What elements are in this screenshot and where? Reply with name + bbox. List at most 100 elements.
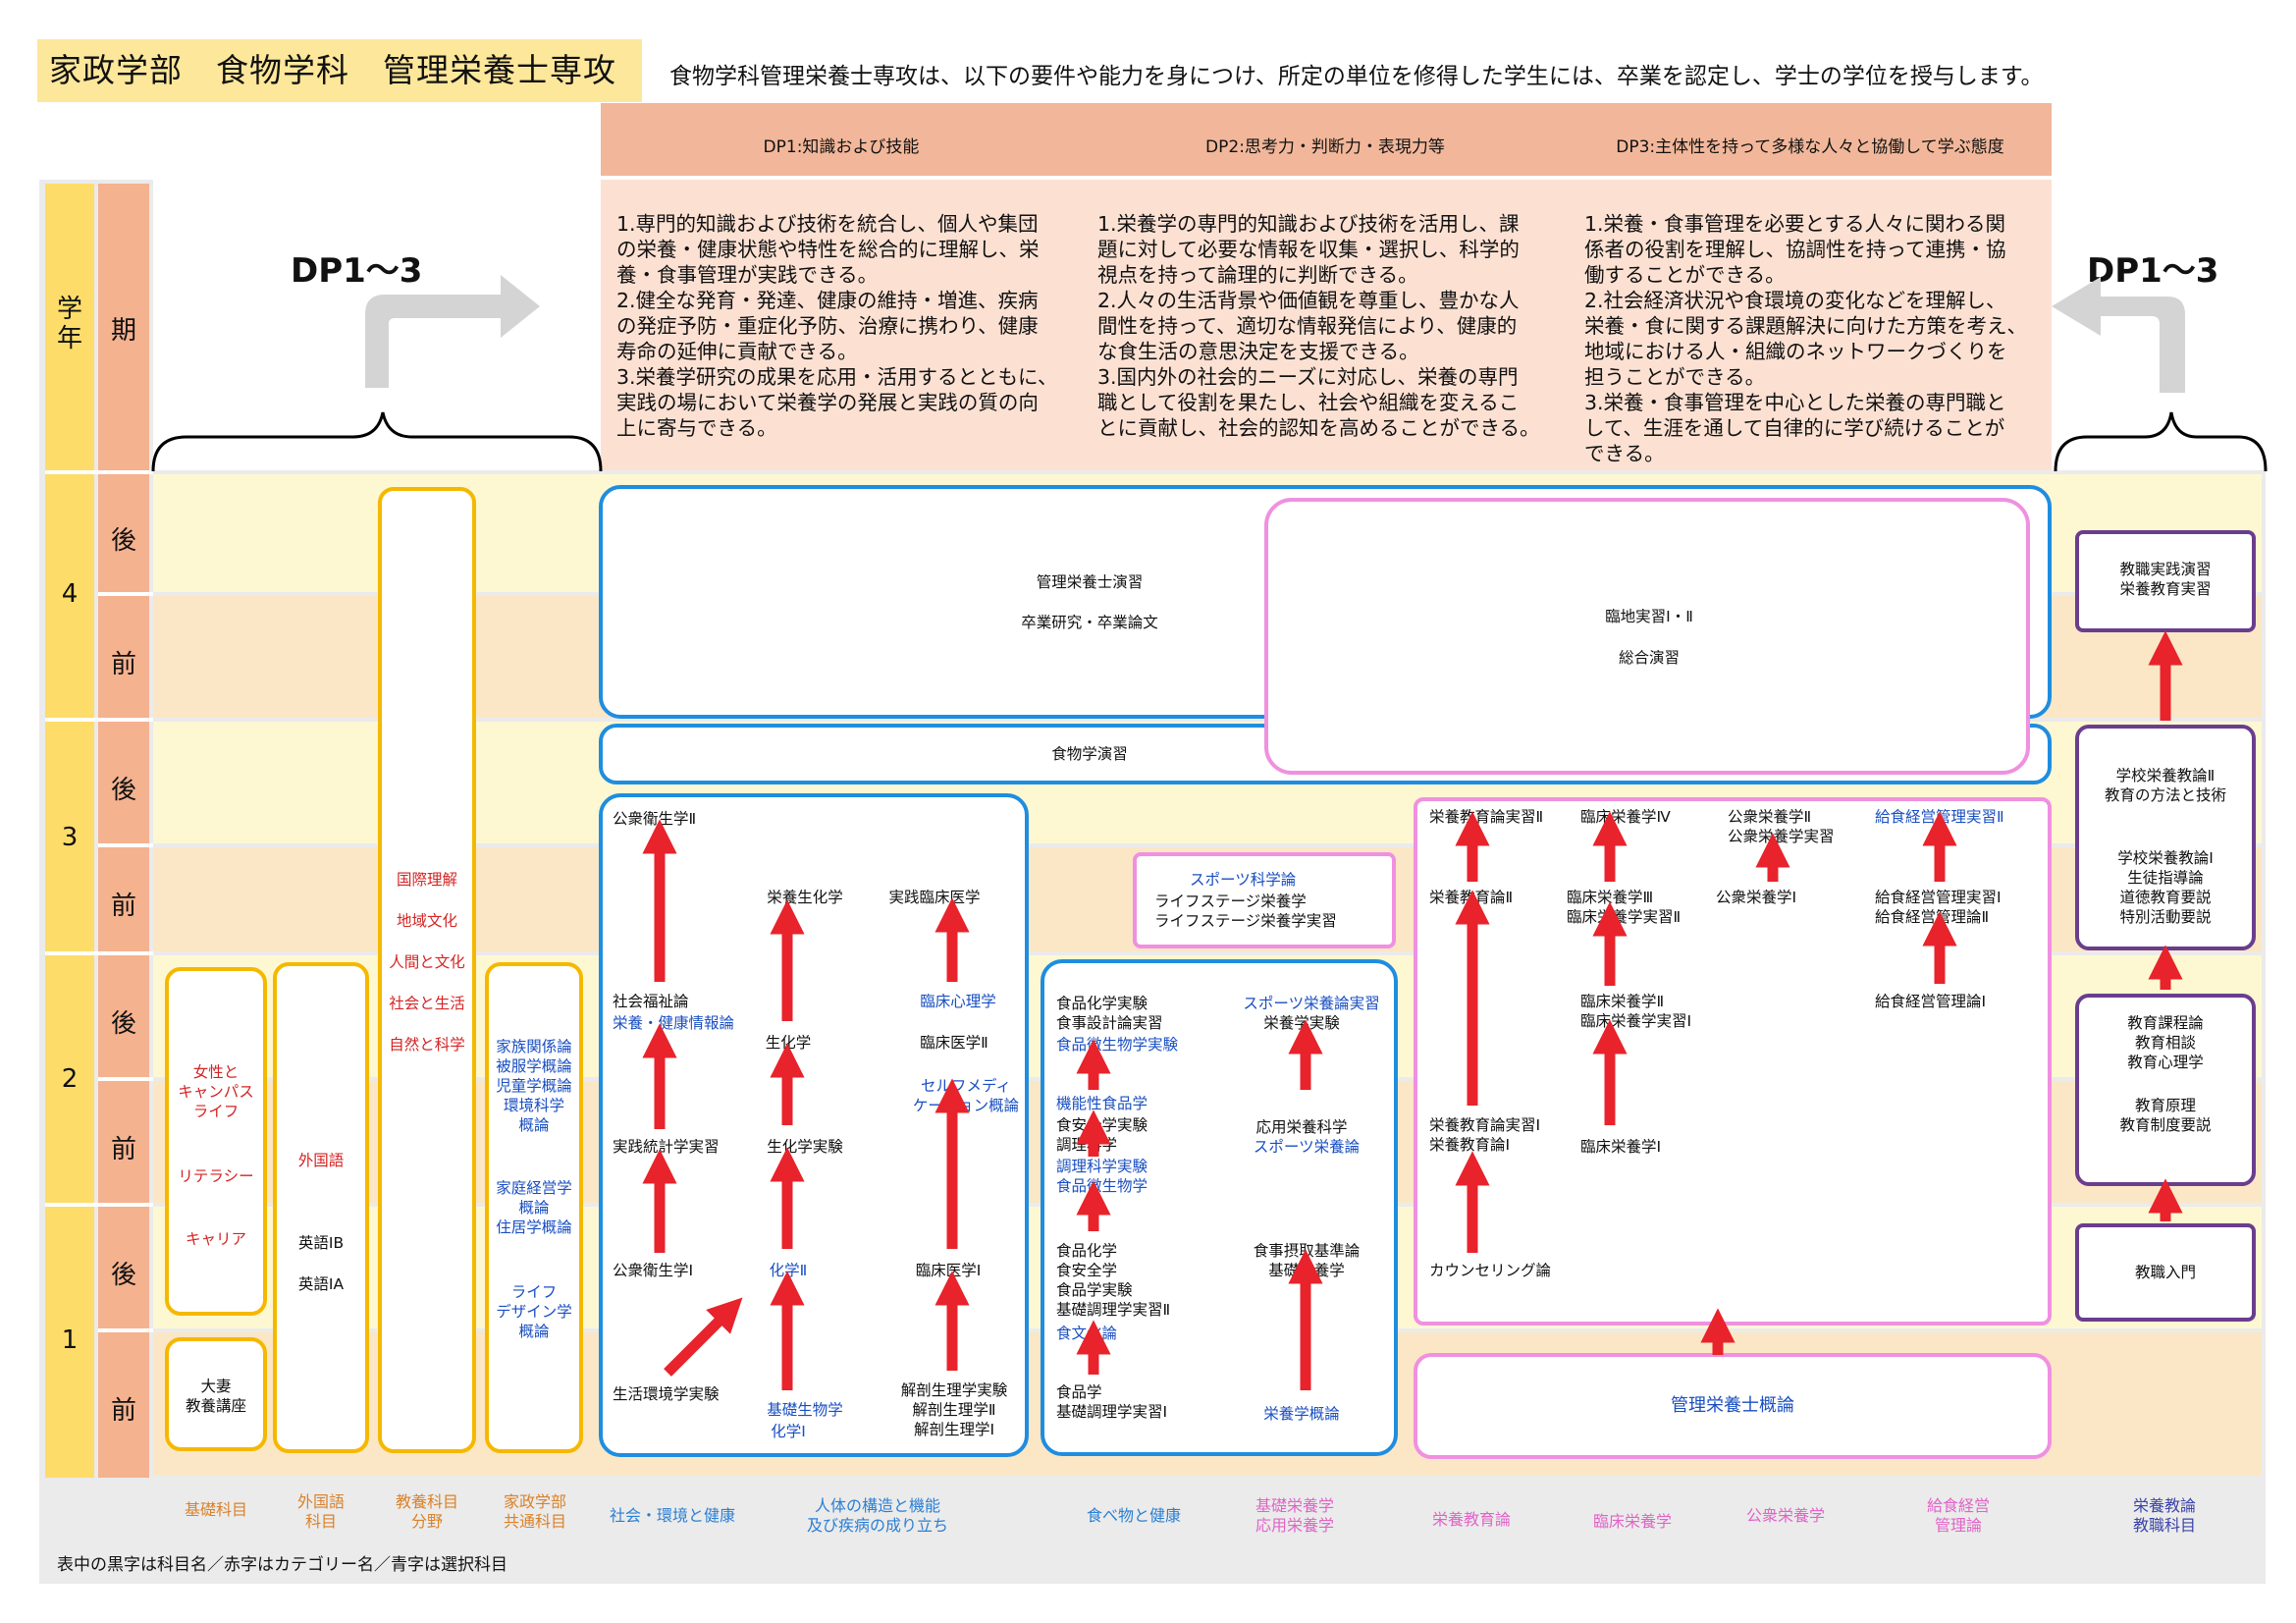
senmon-box [1414,797,2052,1325]
life-stage: ライフステージ栄養学 ライフステージ栄養学実習 [1154,893,1337,930]
term-late: 後 [110,1009,136,1039]
bottom-label-kyoyo: 教養科目 分野 [395,1492,458,1531]
kankyo-jikken: 生活環境学実験 [613,1385,720,1403]
gaikokugo-cat: 外国語 [297,1152,345,1169]
rinsho-shinri: 臨床心理学 [920,993,996,1010]
page-title: 家政学部 食物学科 管理栄養士専攻 [37,39,642,102]
term-early: 前 [110,650,136,679]
kyoshoku-box-a [2075,530,2256,632]
kyoshoku-d: 教育課程論 教育相談 教育心理学 [2127,1014,2204,1071]
counseling: カウンセリング論 [1429,1262,1552,1279]
arrow [664,1297,743,1377]
sep [98,592,153,596]
sep [98,843,153,847]
left-bend-arrow [365,275,540,388]
dp-range-left: DP1～3 [291,251,423,291]
kyoshoku-f: 教職入門 [2134,1264,2196,1281]
bottom-label-koshu: 公衆栄養学 [1745,1506,1825,1525]
tokei-jisshu: 実践統計学実習 [613,1138,720,1156]
dp2-text: 1.栄養学の専門的知識および技術を活用し、課 題に対して必要な情報を収集・選択し… [1082,180,1569,470]
kyoshoku-e: 教育原理 教育制度要説 [2119,1097,2212,1134]
rinchi-jisshu: 臨地実習Ⅰ・Ⅱ [1605,608,1693,625]
year-2: 2 [61,1064,79,1094]
left-brace [151,411,603,472]
kiso-box [165,967,267,1316]
dp1-header: DP1:知識および技能 [763,137,920,157]
kiso-cat-literacy: リテラシー [178,1167,254,1185]
kiso-cat-woman: 女性と キャンパス ライフ [178,1063,254,1120]
term-early: 前 [110,892,136,921]
kaibo: 解剖生理学実験 解剖生理学Ⅱ 解剖生理学Ⅰ [900,1381,1008,1438]
bottom-label-rinsho: 臨床栄養学 [1592,1512,1672,1531]
term-early: 前 [110,1396,136,1426]
sep [45,951,153,955]
right-bend-arrow [2052,277,2185,393]
bottom-label-gaikokugo: 外国語 科目 [296,1492,345,1531]
bottom-label-kiso-eiyo: 基礎栄養学 応用栄養学 [1255,1496,1334,1535]
kyoyo-koza-box [165,1337,267,1451]
gaikokugo-box [273,962,369,1453]
kiso-seibutsu: 基礎生物学 [767,1401,843,1419]
term-late: 後 [110,1261,136,1290]
bottom-label-shakai: 社会・環境と健康 [609,1506,735,1525]
kasei-group-3: ライフ デザイン学 概論 [496,1283,572,1340]
right-brace [2054,411,2268,472]
sep [45,718,153,722]
sep [45,470,153,474]
kyoshoku-b: 学校栄養教論Ⅱ 教育の方法と技術 [2104,767,2226,804]
year-3: 3 [61,823,79,852]
bottom-label-kasei: 家政学部 共通科目 [503,1492,566,1531]
rinsho-eiyo1: 臨床栄養学Ⅰ [1580,1138,1662,1156]
sports-kagaku: スポーツ科学論 [1190,871,1297,889]
term-late: 後 [110,526,136,556]
term-column [98,184,149,1478]
kyoyo-cat-4: 社会と生活 [389,995,465,1012]
kiso-cat-career: キャリア [185,1230,246,1248]
sep [98,1328,153,1332]
dp-range-right: DP1～3 [2087,251,2219,291]
kasei-box [485,962,583,1453]
kyushoku-1: 給食経営管理論Ⅰ [1875,993,1987,1010]
kyoshoku-c: 学校栄養教論Ⅰ 生徒指導論 道徳教育要説 特別活動要説 [2117,849,2214,926]
tabemono-8: 食品学 基礎調理学実習Ⅰ [1056,1383,1168,1421]
tabemono-3: 機能性食品学 [1056,1095,1148,1112]
kyoiku1: 栄養教育論実習Ⅰ 栄養教育論Ⅰ [1429,1116,1541,1154]
kyoyo-cat-3: 人間と文化 [389,953,465,971]
bottom-label-kyushoku: 給食経営 管理論 [1926,1496,1990,1535]
intro-text: 食物学科管理栄養士専攻は、以下の要件や能力を身につけ、所定の単位を修得した学生に… [669,64,2044,89]
sports-eiyo: スポーツ栄養論 [1253,1138,1361,1156]
sep [45,1203,153,1207]
kasei-group-1: 家族関係論 被服学概論 児童学概論 環境科学 概論 [496,1038,572,1134]
sports-box [1133,852,1396,948]
shokumotsu-enshu: 食物学演習 [1051,745,1128,763]
tabemono-6: 食品化学 食安全学 食品学実験 基礎調理学実習Ⅱ [1056,1242,1171,1319]
kyoyo-cat-2: 地域文化 [396,912,457,930]
rinchi-box [1264,498,2030,775]
gairon-box [1414,1353,2052,1459]
eiyogaku-gairon: 栄養学概論 [1263,1405,1340,1423]
rinsho2: 臨床医学Ⅱ [920,1034,988,1052]
kyoshoku-box-bc [2075,725,2256,950]
dp-header-band [601,103,2052,176]
year-1: 1 [61,1325,79,1355]
grade-header: 学年 [56,295,82,353]
bottom-label-kyoiku: 栄養教育論 [1431,1510,1511,1529]
sep [98,1077,153,1081]
kagaku1: 化学Ⅰ [771,1423,806,1440]
term-early: 前 [110,1135,136,1164]
sogo-enshu: 総合演習 [1618,649,1680,667]
grade-column [45,184,94,1478]
dp3-text: 1.栄養・食事管理を必要とする人々に関わる関 係者の役割を理解し、協調性を持って… [1569,180,2052,470]
year-4: 4 [61,579,79,609]
sports-eiyo-jisshu: スポーツ栄養論実習 [1243,995,1380,1012]
term-header: 期 [110,316,136,346]
koshu-eiyo1: 公衆栄養学Ⅰ [1716,889,1797,906]
bottom-label-kyoshoku: 栄養教論 教職科目 [2132,1496,2196,1535]
shakai-fukushi: 社会福祉論 [613,993,689,1010]
sotsuken: 卒業研究・卒業論文 [1021,614,1158,631]
bottom-label-kiso: 基礎科目 [184,1500,247,1519]
kyoyo-cat-5: 自然と科学 [389,1036,465,1054]
kanri-enshu: 管理栄養士演習 [1036,573,1144,591]
